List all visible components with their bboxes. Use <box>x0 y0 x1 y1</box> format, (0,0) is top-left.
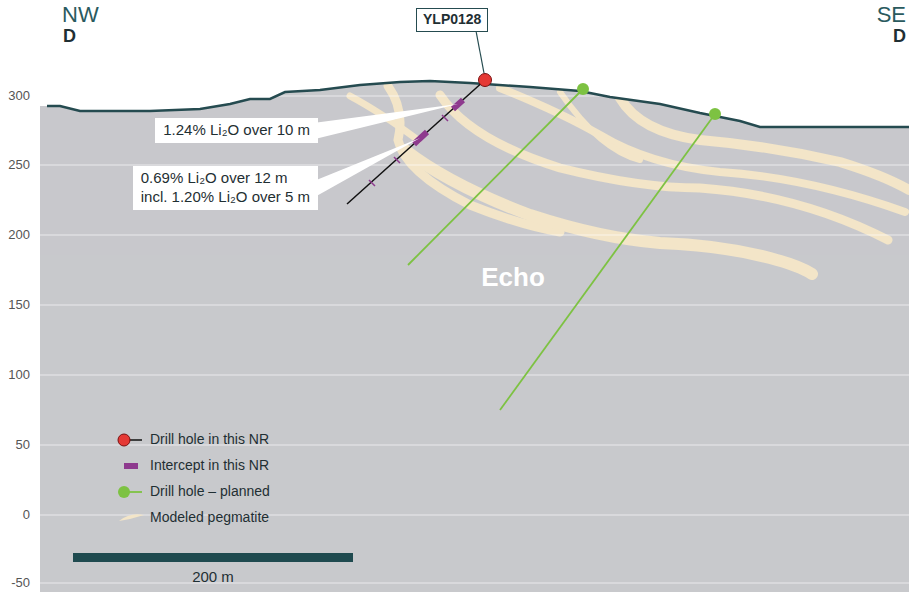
callout-wedge <box>317 138 420 196</box>
legend-sample <box>118 434 142 446</box>
assay-text: 0.69% Li₂O over 12 m <box>141 169 310 188</box>
planned-holes <box>408 83 721 410</box>
legend-sample <box>119 514 144 521</box>
direction-label: SE <box>877 2 906 28</box>
grid-lines <box>40 96 909 583</box>
direction-label: NW <box>62 2 99 28</box>
elevation-tick: 0 <box>23 507 30 522</box>
scale-bar <box>73 553 353 562</box>
elevation-tick: -50 <box>11 575 30 590</box>
elevation-tick: 250 <box>8 157 30 172</box>
section-letter: D <box>63 26 76 47</box>
hole-id-box: YLP0128 <box>416 8 488 32</box>
elevation-tick: 50 <box>16 437 30 452</box>
legend-text: Drill hole in this NR <box>150 431 269 447</box>
legend-swatch <box>119 514 144 521</box>
assay-callout: 0.69% Li₂O over 12 mincl. 1.20% Li₂O ove… <box>133 166 318 210</box>
pegmatite-bodies <box>350 86 909 274</box>
elevation-tick: 100 <box>8 367 30 382</box>
zone-name: Echo <box>481 262 545 293</box>
hole-id: YLP0128 <box>423 11 481 29</box>
legend-sample <box>118 486 142 498</box>
scale-label: 200 m <box>192 568 234 585</box>
callout-wedge <box>317 104 458 138</box>
legend-text: Modeled pegmatite <box>150 509 269 525</box>
assay-text: incl. 1.20% Li₂O over 5 m <box>141 188 310 207</box>
elevation-tick: 200 <box>8 227 30 242</box>
elevation-tick: 150 <box>8 297 30 312</box>
legend-text: Intercept in this NR <box>150 457 269 473</box>
section-letter: D <box>893 26 906 47</box>
elevation-tick: 300 <box>8 88 30 103</box>
assay-callout: 1.24% Li₂O over 10 m <box>155 118 318 143</box>
assay-text: 1.24% Li₂O over 10 m <box>163 121 310 140</box>
legend-text: Drill hole – planned <box>150 483 270 499</box>
bedrock <box>40 81 909 592</box>
legend-sample <box>124 463 138 469</box>
